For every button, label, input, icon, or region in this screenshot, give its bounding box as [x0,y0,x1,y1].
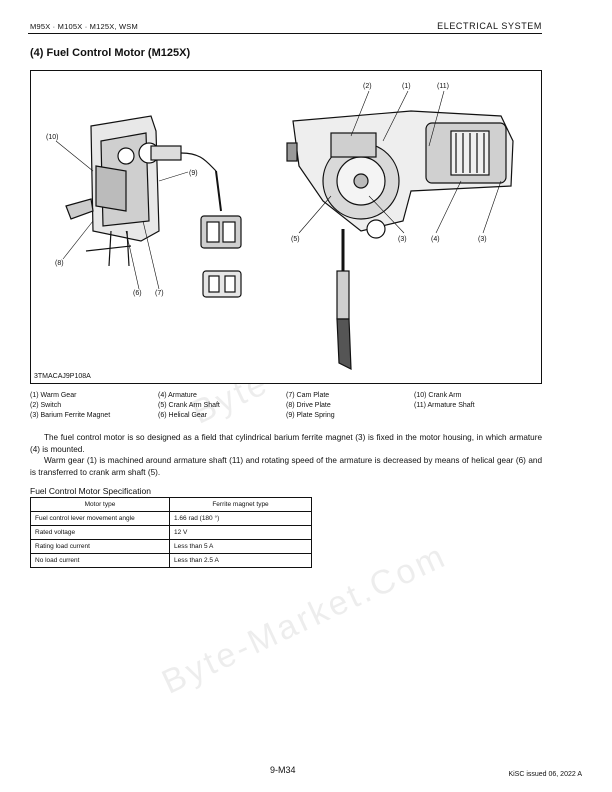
legend-item: (6) Helical Gear [158,412,208,419]
callout-9-left: (9) [189,170,198,177]
issue-info: KiSC issued 06, 2022 A [508,771,582,778]
callout-10: (10) [46,134,58,141]
legend-item: (10) Crank Arm [414,392,462,399]
description-text: The fuel control motor is so designed as… [30,432,542,478]
callout-1: (1) [402,83,411,90]
table-row: Rated voltage 12 V [30,525,312,540]
table-header-row: Motor type Ferrite magnet type [30,497,312,512]
spec-title: Fuel Control Motor Specification [30,486,151,496]
callout-2: (2) [363,83,372,90]
callout-6: (6) [133,290,142,297]
description-paragraph-2: Warm gear (1) is machined around armatur… [30,456,542,477]
callout-9-right: (5) [291,236,300,243]
callout-3: (3) [478,236,487,243]
callout-11: (11) [437,83,449,90]
legend-item: (7) Cam Plate [286,392,330,399]
legend-item: (5) Crank Arm Shaft [158,402,220,409]
legend-item: (8) Drive Plate [286,402,331,409]
header-section: ELECTRICAL SYSTEM [437,21,542,31]
callout-5: (3) [398,236,407,243]
legend-item: (2) Switch [30,402,62,409]
table-row: Rating load current Less than 5 A [30,539,312,554]
fuel-control-motor-figure: (10) (9) (8) (6) (7) (2) (1) (11) ( [30,70,542,384]
legend-item: (3) Barium Ferrite Magnet [30,412,111,419]
page-number: 9-M34 [270,765,296,775]
description-paragraph-1: The fuel control motor is so designed as… [30,433,542,454]
callouts-left: (10) (9) (8) (6) (7) [46,134,198,297]
motor-illustration: (10) (9) (8) (6) (7) (2) (1) (11) ( [46,83,514,370]
legend-item: (9) Plate Spring [286,412,335,419]
column-header: Motor type [30,497,170,512]
callout-7: (7) [155,290,164,297]
legend-item: (4) Armature [158,392,197,399]
header-rule [28,33,542,34]
callout-4: (4) [431,236,440,243]
legend-item: (11) Armature Shaft [414,402,475,409]
spec-table: Motor type Ferrite magnet type Fuel cont… [30,497,312,568]
column-header: Ferrite magnet type [169,497,312,512]
table-row: No load current Less than 2.5 A [30,553,312,568]
figure-code: 3TMACAJ9P108A [34,373,91,380]
table-row: Fuel control lever movement angle 1.66 r… [30,511,312,526]
callout-8: (8) [55,260,64,267]
section-title: (4) Fuel Control Motor (M125X) [30,47,191,59]
callouts-right: (2) (1) (11) (5) (3) (4) (3) [291,83,487,243]
legend-item: (1) Warm Gear [30,392,77,399]
header-models: M95X · M105X · M125X, WSM [30,22,138,31]
